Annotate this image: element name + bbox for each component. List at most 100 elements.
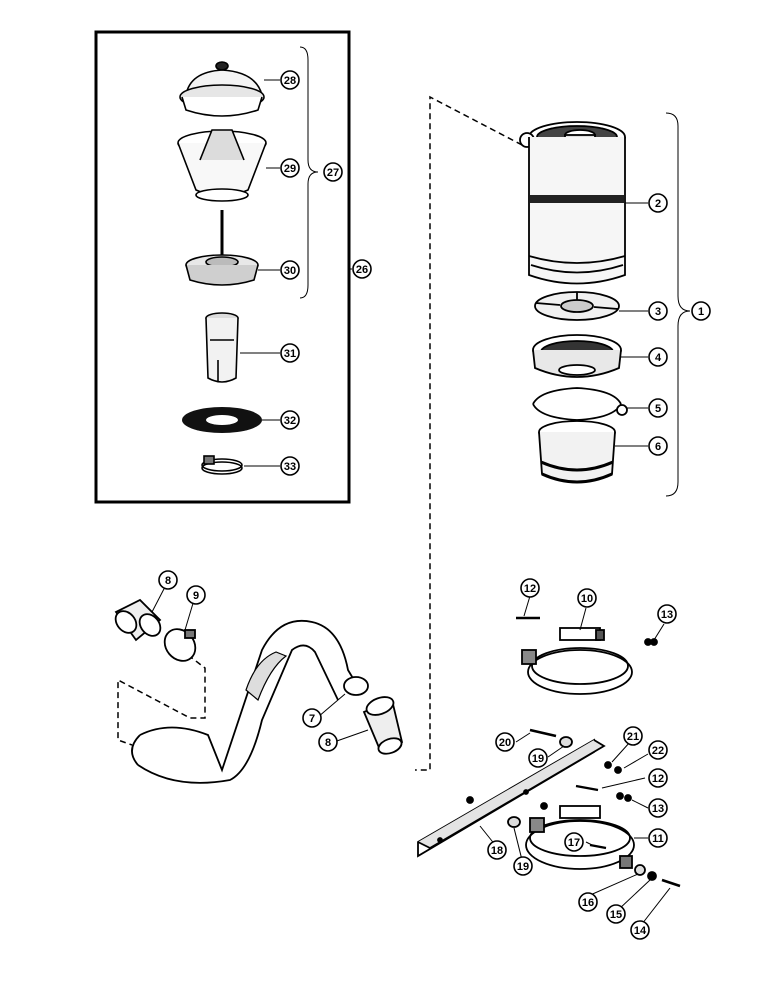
callout-c6: 6 bbox=[648, 436, 668, 456]
callout-number: 19 bbox=[517, 861, 529, 873]
part-mounting-band-upper bbox=[521, 627, 633, 695]
callout-c17: 17 bbox=[564, 832, 584, 852]
part-lock-washer-21 bbox=[604, 761, 612, 769]
callout-circle bbox=[158, 570, 178, 590]
air-cleaner-assembly bbox=[519, 112, 691, 497]
callout-circle bbox=[648, 740, 668, 760]
callout-number: 26 bbox=[356, 264, 368, 276]
callout-circle bbox=[520, 578, 540, 598]
callout-c21: 21 bbox=[623, 726, 643, 746]
callout-c19a: 19 bbox=[528, 748, 548, 768]
part-precleaner-bowl bbox=[177, 129, 267, 202]
callout-c15: 15 bbox=[606, 904, 626, 924]
callout-c7: 7 bbox=[302, 708, 322, 728]
callout-number: 12 bbox=[524, 583, 536, 595]
callout-circle bbox=[648, 193, 668, 213]
part-gasket bbox=[182, 407, 262, 433]
callout-number: 20 bbox=[499, 737, 511, 749]
callout-circle bbox=[280, 158, 300, 178]
precleaner-kit-inset bbox=[94, 30, 352, 504]
part-hose-clamp-small bbox=[201, 455, 243, 475]
callout-circle bbox=[280, 70, 300, 90]
part-air-cleaner-body bbox=[519, 121, 626, 285]
callout-circle bbox=[495, 732, 515, 752]
part-baffle-plate bbox=[534, 291, 620, 321]
callout-number: 16 bbox=[582, 897, 594, 909]
callout-circle bbox=[280, 410, 300, 430]
callout-c12a: 12 bbox=[520, 578, 540, 598]
callout-c14: 14 bbox=[630, 920, 650, 940]
callout-c22: 22 bbox=[648, 740, 668, 760]
part-hose-clamp bbox=[163, 628, 197, 662]
callout-circle bbox=[318, 732, 338, 752]
callout-circle bbox=[487, 840, 507, 860]
part-nut-mid bbox=[624, 794, 632, 802]
callout-c13b: 13 bbox=[648, 798, 668, 818]
callout-number: 9 bbox=[193, 590, 199, 602]
callout-c4: 4 bbox=[648, 347, 668, 367]
part-nut-22 bbox=[614, 766, 622, 774]
callout-circle bbox=[648, 828, 668, 848]
callout-number: 28 bbox=[284, 75, 296, 87]
callout-c19b: 19 bbox=[513, 856, 533, 876]
callout-circle bbox=[648, 768, 668, 788]
callout-c30: 30 bbox=[280, 260, 300, 280]
callout-c3: 3 bbox=[648, 301, 668, 321]
callout-circle bbox=[528, 748, 548, 768]
callout-circle bbox=[280, 456, 300, 476]
callout-number: 10 bbox=[581, 593, 593, 605]
callout-circle bbox=[657, 604, 677, 624]
part-washer-15 bbox=[647, 871, 657, 881]
callout-c8a: 8 bbox=[158, 570, 178, 590]
callout-c26: 26 bbox=[352, 259, 372, 279]
callout-number: 13 bbox=[652, 803, 664, 815]
callout-number: 4 bbox=[655, 352, 662, 364]
callout-c31: 31 bbox=[280, 343, 300, 363]
part-nut-top bbox=[644, 638, 652, 646]
callout-c12b: 12 bbox=[648, 768, 668, 788]
dashed-connection-lines bbox=[117, 95, 523, 771]
part-oil-cup bbox=[538, 420, 616, 484]
callout-circle bbox=[630, 920, 650, 940]
callout-number: 1 bbox=[698, 306, 704, 318]
part-precleaner-base bbox=[185, 210, 259, 286]
part-hose-sleeve-upper bbox=[114, 598, 162, 642]
hose-assembly bbox=[114, 584, 404, 784]
callout-number: 14 bbox=[634, 925, 647, 937]
callout-c28: 28 bbox=[280, 70, 300, 90]
callout-circle bbox=[352, 259, 372, 279]
callout-number: 15 bbox=[610, 909, 622, 921]
callout-number: 27 bbox=[327, 167, 339, 179]
callout-number: 17 bbox=[568, 837, 580, 849]
callout-c29: 29 bbox=[280, 158, 300, 178]
callout-c5: 5 bbox=[648, 398, 668, 418]
part-retaining-band bbox=[532, 387, 628, 421]
callout-c27: 27 bbox=[323, 162, 343, 182]
callout-c32: 32 bbox=[280, 410, 300, 430]
callout-circle bbox=[513, 856, 533, 876]
callout-number: 21 bbox=[627, 731, 639, 743]
part-hose-sleeve-lower bbox=[362, 696, 404, 755]
part-inlet-tube bbox=[205, 312, 239, 383]
callout-circle bbox=[648, 301, 668, 321]
callout-number: 8 bbox=[325, 737, 331, 749]
callout-number: 11 bbox=[652, 833, 664, 845]
callout-c11: 11 bbox=[648, 828, 668, 848]
part-spacer-16 bbox=[634, 864, 646, 876]
part-spacer-upper bbox=[559, 736, 573, 748]
callout-circle bbox=[578, 892, 598, 912]
callout-number: 22 bbox=[652, 745, 664, 757]
callout-circle bbox=[606, 904, 626, 924]
callout-circle bbox=[186, 585, 206, 605]
callout-number: 18 bbox=[491, 845, 503, 857]
callout-circle bbox=[623, 726, 643, 746]
callout-number: 13 bbox=[661, 609, 673, 621]
callout-number: 33 bbox=[284, 461, 296, 473]
callout-c1: 1 bbox=[691, 301, 711, 321]
callout-c13a: 13 bbox=[657, 604, 677, 624]
callout-circle bbox=[323, 162, 343, 182]
callout-number: 32 bbox=[284, 415, 296, 427]
callout-c8b: 8 bbox=[318, 732, 338, 752]
callout-number: 30 bbox=[284, 265, 296, 277]
mounting-hardware bbox=[417, 595, 681, 925]
